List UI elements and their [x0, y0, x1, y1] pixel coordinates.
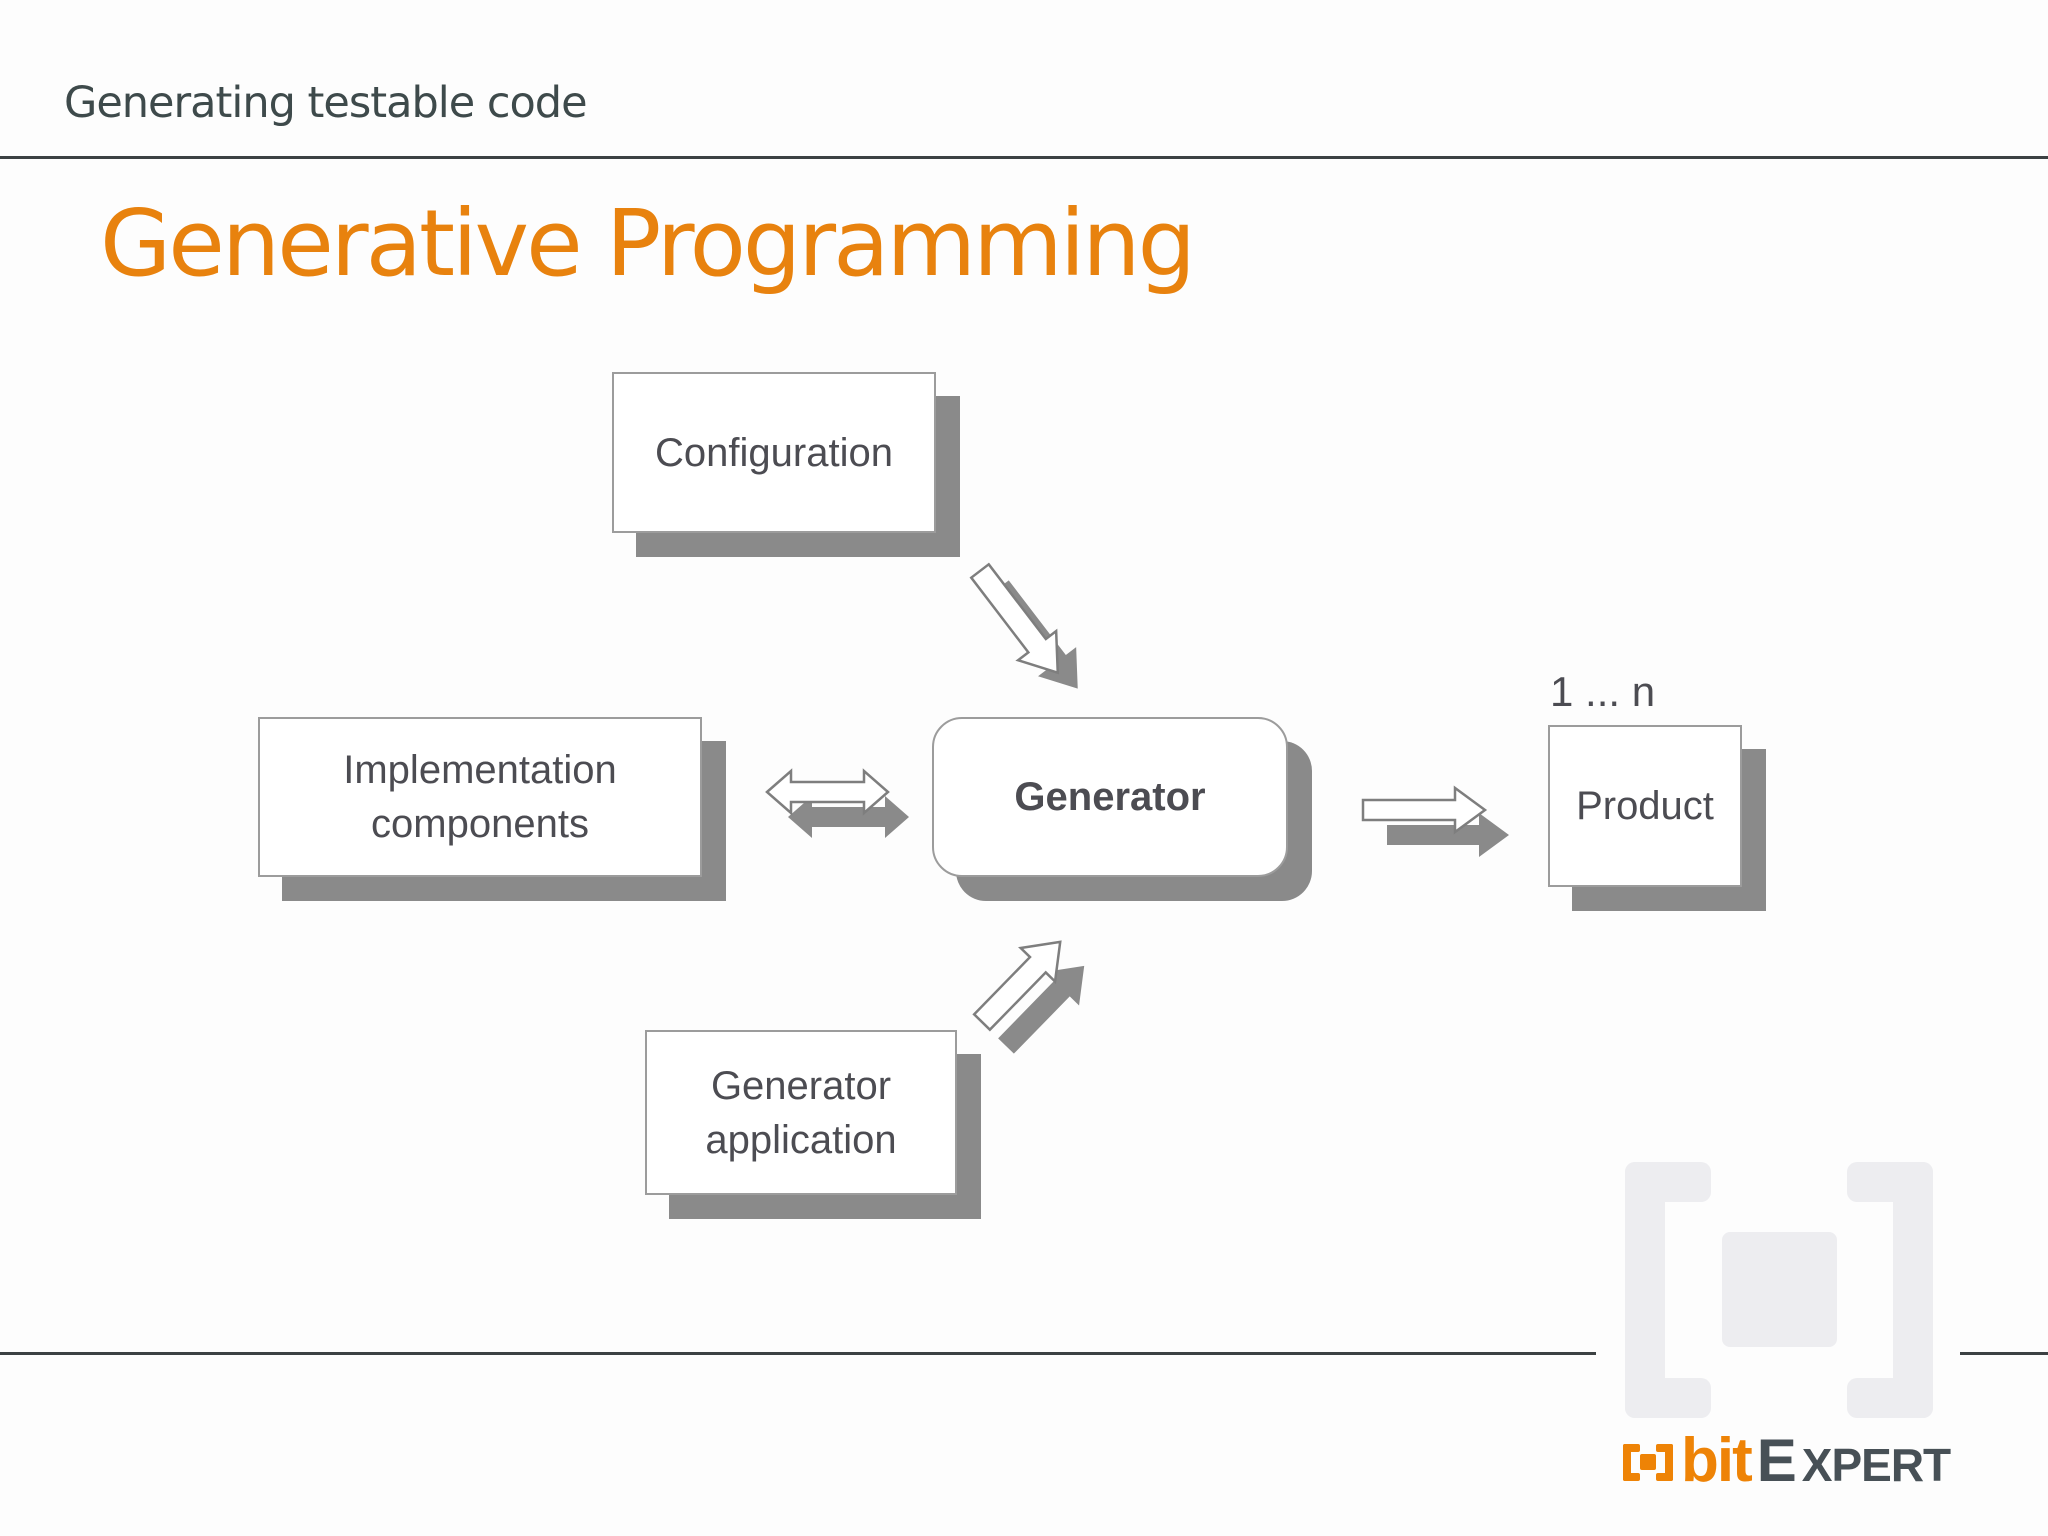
arrow-body [1361, 785, 1488, 835]
bottom-divider-line-left [0, 1352, 1596, 1355]
node-generator: Generator [932, 717, 1288, 877]
bitexpert-bracket-icon [1623, 1444, 1673, 1481]
arrow-generator-to-product [1361, 785, 1509, 857]
page-title: Generative Programming [100, 190, 1196, 297]
arrow-shadow [788, 796, 909, 838]
watermark-left-bracket-top-arm [1625, 1162, 1711, 1202]
arrow-body [969, 562, 1060, 675]
logo-text-expert-initial: E [1756, 1427, 1797, 1494]
bottom-divider-line-right [1960, 1352, 2048, 1355]
logo-text-expert-rest: XPERT [1801, 1439, 1951, 1491]
product-multiplicity-label: 1 ... n [1550, 668, 1656, 715]
arrow-shadow [1387, 813, 1509, 857]
watermark-right-bracket-stem [1893, 1162, 1933, 1418]
watermark-center-square [1722, 1232, 1837, 1347]
top-divider-line [0, 156, 2048, 159]
arrow-generator-application-to-generator [972, 940, 1085, 1054]
logo-text-bit: bit [1681, 1426, 1753, 1495]
bitexpert-watermark-icon [1625, 1162, 1933, 1418]
node-generator-application: Generator application [645, 1030, 957, 1195]
node-implementation-components: Implementation components [258, 717, 702, 877]
bitexpert-logo: bit E XPERT [1623, 1426, 1951, 1495]
node-product: Product [1548, 725, 1742, 887]
arrow-shadow [998, 965, 1085, 1054]
watermark-left-bracket-bottom-arm [1625, 1378, 1711, 1418]
watermark-right-bracket-top-arm [1847, 1162, 1933, 1202]
arrow-body [972, 940, 1062, 1032]
arrow-implementation-generator-bidirectional [765, 768, 909, 838]
slide-header: Generating testable code [64, 78, 588, 128]
arrow-configuration-to-generator [969, 562, 1078, 689]
watermark-left-bracket-stem [1625, 1162, 1665, 1418]
watermark-right-bracket-bottom-arm [1847, 1378, 1933, 1418]
arrow-body [765, 768, 890, 816]
node-configuration: Configuration [612, 372, 936, 533]
